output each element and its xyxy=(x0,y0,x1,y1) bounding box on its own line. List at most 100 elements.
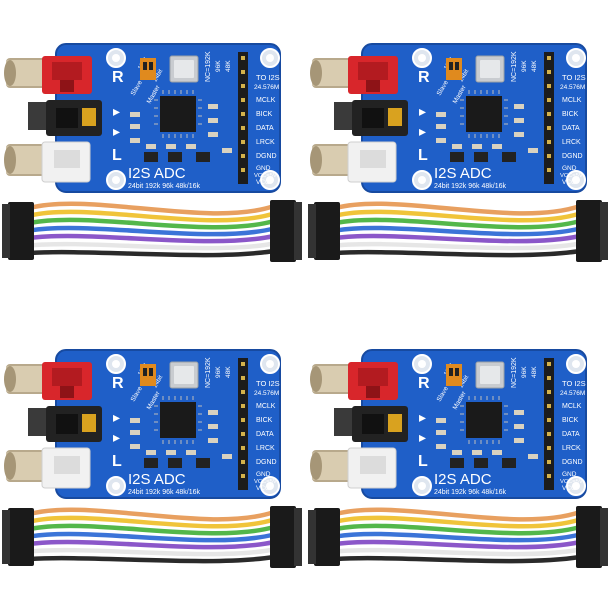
pin-label-dgnd: DGND xyxy=(562,459,583,466)
pin-label-mclk: MCLK xyxy=(256,403,276,410)
rate-96k-label: 96K xyxy=(215,366,222,378)
bits-bottom-label: 24bit xyxy=(153,68,165,83)
board-title: I2S ADC xyxy=(128,471,186,488)
jumper-wire xyxy=(333,515,583,529)
wire-connector-left xyxy=(314,508,340,566)
arrow-glyph: ▸ xyxy=(419,103,426,119)
audio-jack-black xyxy=(334,408,356,436)
kit-top-right: R L ▸ ▸ Slave Master 16bit 24bit NC=192K… xyxy=(306,0,612,306)
board-title: I2S ADC xyxy=(128,165,186,182)
jumper-wire xyxy=(27,209,277,223)
power-vcc-label: VCC xyxy=(562,179,576,186)
jumper-wire xyxy=(27,523,277,536)
jumper-wire xyxy=(333,209,583,223)
jumper-wires xyxy=(308,200,608,262)
rate-96k-label: 96K xyxy=(521,366,528,378)
header-title: TO I2S xyxy=(256,379,280,388)
jumper-wire xyxy=(27,547,277,557)
rate-label: NC=192K xyxy=(511,357,518,388)
adc-chip xyxy=(160,96,196,132)
audio-jack-black xyxy=(28,408,50,436)
adc-kit-illustration: R L ▸ ▸ Slave Master 16bit 24bit NC=192K… xyxy=(308,43,608,262)
rate-48k-label: 48K xyxy=(225,60,232,72)
pin-label-bick: BICK xyxy=(256,417,273,424)
rate-label: NC=192K xyxy=(205,51,212,82)
wire-connector-left xyxy=(314,202,340,260)
channel-left-label: L xyxy=(112,453,122,470)
channel-left-label: L xyxy=(112,147,122,164)
jumper-wire xyxy=(27,233,277,244)
jumper-wire xyxy=(333,547,583,557)
channel-right-label: R xyxy=(112,375,124,392)
header-title: TO I2S xyxy=(562,379,586,388)
bits-bottom-label: 24bit xyxy=(459,68,471,83)
rate-label: NC=192K xyxy=(205,357,212,388)
pin-header xyxy=(544,358,554,490)
jumper-wires xyxy=(308,506,608,568)
dip-switch xyxy=(140,364,156,386)
power-vcc-label: VCC xyxy=(562,485,576,492)
jumper-wire xyxy=(333,201,583,216)
kit-bottom-left: R L ▸ ▸ Slave Master 16bit 24bit NC=192K… xyxy=(0,306,306,612)
power-gnd-label: GND xyxy=(256,471,271,478)
board-title: I2S ADC xyxy=(434,165,492,182)
pin-header xyxy=(238,52,248,184)
rate-48k-label: 48K xyxy=(225,366,232,378)
pin-label-lrck: LRCK xyxy=(562,445,581,452)
pin-label-data: DATA xyxy=(562,125,580,132)
jumper-wire xyxy=(27,515,277,529)
adc-kit-illustration: R L ▸ ▸ Slave Master 16bit 24bit NC=192K… xyxy=(308,349,608,568)
arrow-glyph: ▸ xyxy=(113,103,120,119)
pin-header xyxy=(544,52,554,184)
pin-label-data: DATA xyxy=(256,125,274,132)
jumper-wire xyxy=(27,507,277,522)
power-vcc-label: VCC xyxy=(256,485,270,492)
smd-components xyxy=(130,104,232,153)
smd-components xyxy=(436,410,538,459)
kit-bottom-right: R L ▸ ▸ Slave Master 16bit 24bit NC=192K… xyxy=(306,306,612,612)
pin-label-mclk: MCLK xyxy=(562,97,582,104)
header-freq: 24.576M xyxy=(560,390,585,397)
rate-96k-label: 96K xyxy=(521,60,528,72)
power-vcc-label: VCC xyxy=(256,179,270,186)
pin-label-lrck: LRCK xyxy=(562,139,581,146)
jumper-wire xyxy=(333,241,583,251)
wire-connector-right xyxy=(576,200,602,262)
power-vcc5-label: VCC=5V xyxy=(560,173,583,179)
wire-connector-left xyxy=(8,202,34,260)
jumper-wire xyxy=(27,217,277,230)
header-freq: 24.576M xyxy=(254,84,279,91)
channel-right-label: R xyxy=(112,69,124,86)
channel-right-label: R xyxy=(418,69,430,86)
channel-right-label: R xyxy=(418,375,430,392)
board-subtitle: 24bit 192k 96k 48k/16k xyxy=(128,489,200,496)
dip-switch xyxy=(446,364,462,386)
pin-label-mclk: MCLK xyxy=(256,97,276,104)
pin-header xyxy=(238,358,248,490)
wire-connector-right xyxy=(576,506,602,568)
pin-label-data: DATA xyxy=(562,431,580,438)
jumper-wire xyxy=(27,554,277,564)
wire-connector-right xyxy=(270,506,296,568)
pin-label-dgnd: DGND xyxy=(562,153,583,160)
board-subtitle: 24bit 192k 96k 48k/16k xyxy=(128,183,200,190)
rate-96k-label: 96K xyxy=(215,60,222,72)
arrow-glyph: ▸ xyxy=(113,123,120,139)
adc-chip xyxy=(466,402,502,438)
jumper-wires xyxy=(2,200,302,262)
jumper-wire xyxy=(333,531,583,543)
board-subtitle: 24bit 192k 96k 48k/16k xyxy=(434,489,506,496)
jumper-wire xyxy=(333,523,583,536)
pin-label-lrck: LRCK xyxy=(256,445,275,452)
pin-label-data: DATA xyxy=(256,431,274,438)
smd-components xyxy=(130,410,232,459)
jumper-wire xyxy=(27,241,277,251)
jumper-wire xyxy=(333,217,583,230)
channel-left-label: L xyxy=(418,453,428,470)
pin-label-bick: BICK xyxy=(256,111,273,118)
kit-top-left: R L ▸ ▸ Slave Master 16bit 24bit NC=192K… xyxy=(0,0,306,306)
header-title: TO I2S xyxy=(562,73,586,82)
adc-chip xyxy=(466,96,502,132)
adc-chip xyxy=(160,402,196,438)
power-gnd-label: GND xyxy=(562,165,577,172)
